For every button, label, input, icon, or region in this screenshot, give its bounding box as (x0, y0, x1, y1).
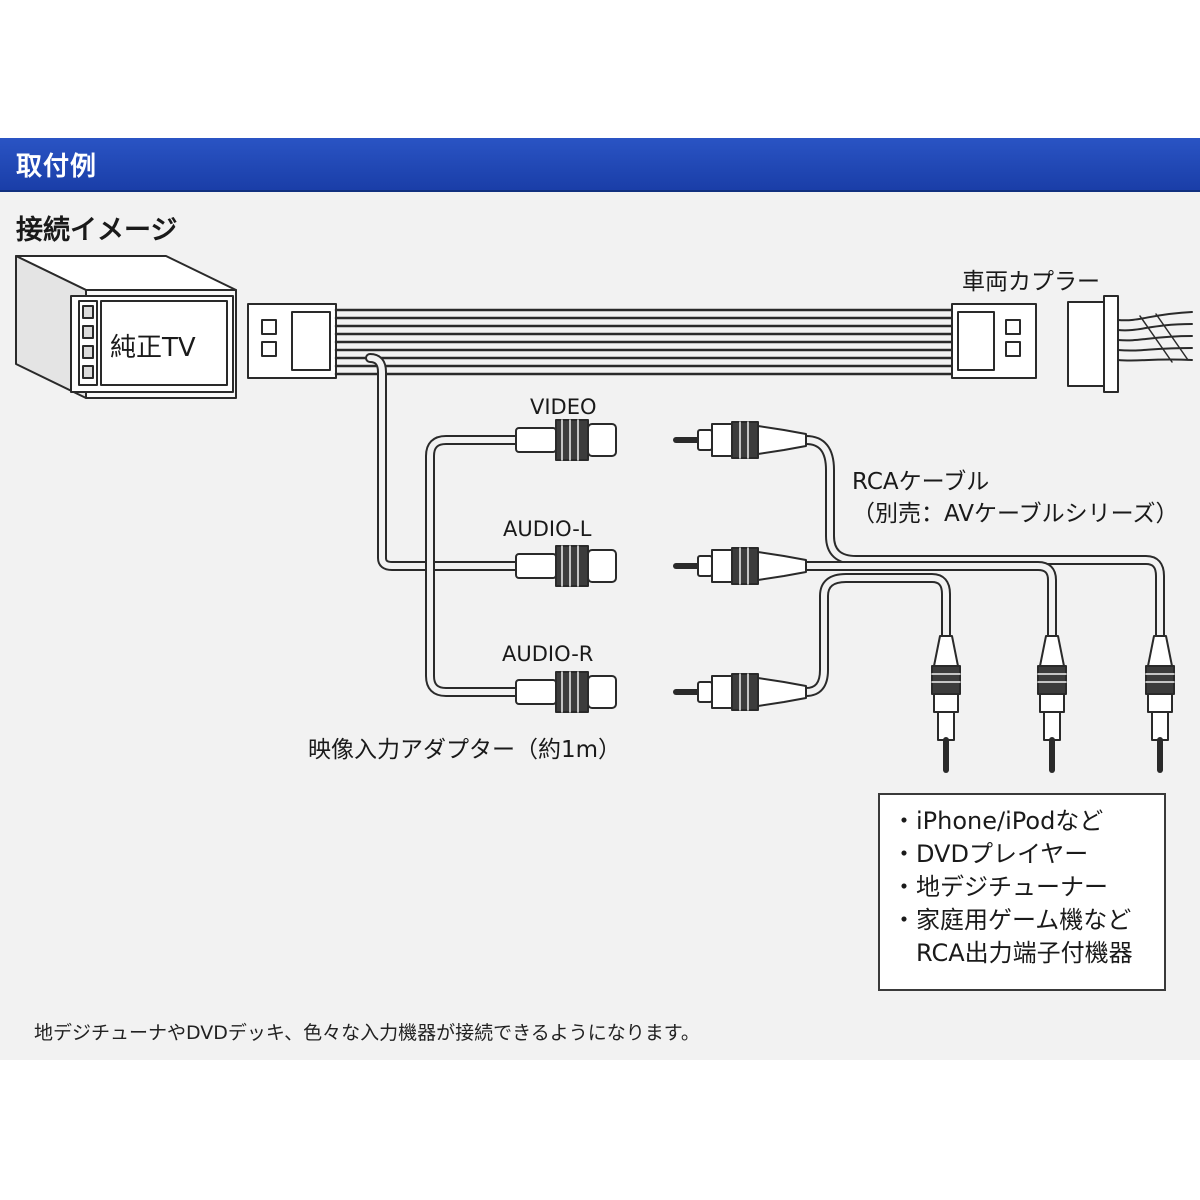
compatible-devices-box: ・iPhone/iPodなど ・DVDプレイヤー ・地デジチューナー ・家庭用ゲ… (878, 793, 1166, 991)
vehicle-coupler-label: 車両カプラー (962, 269, 1100, 295)
device-line: RCA出力端子付機器 (892, 939, 1133, 967)
audio-l-connector-label: AUDIO-L (503, 517, 592, 541)
rca-male-audio-l (673, 547, 807, 585)
rca-female-video (515, 419, 617, 461)
tv-label: 純正TV (110, 333, 196, 363)
device-line: ・家庭用ゲーム機など (892, 906, 1132, 934)
head-unit-tv (15, 255, 237, 399)
audio-r-connector-label: AUDIO-R (502, 642, 594, 666)
rca-female-audio-l (515, 545, 617, 587)
device-line: ・DVDプレイヤー (892, 840, 1089, 868)
section-header-title: 取付例 (16, 152, 98, 182)
adapter-cable (365, 353, 523, 697)
harness-connector-right (951, 303, 1037, 379)
rca-plug-vertical-3 (1145, 635, 1175, 773)
vehicle-coupler (1067, 295, 1193, 393)
rca-plug-vertical-1 (931, 635, 961, 773)
section-header-bar: 取付例 (0, 138, 1200, 192)
adapter-label: 映像入力アダプター（約1m） (308, 737, 622, 763)
harness-wires (334, 308, 954, 376)
harness-connector-left (247, 303, 337, 379)
rca-cable-wires (801, 435, 1165, 697)
rca-male-audio-r (673, 673, 807, 711)
device-line: ・地デジチューナー (892, 873, 1108, 901)
rca-cable-sublabel: （別売：AVケーブルシリーズ） (852, 501, 1179, 527)
rca-plug-vertical-2 (1037, 635, 1067, 773)
rca-male-video (673, 421, 807, 459)
device-line: ・iPhone/iPodなど (892, 807, 1104, 835)
footnote: 地デジチューナやDVDデッキ、色々な入力機器が接続できるようになります。 (34, 1022, 700, 1044)
connection-image-subtitle: 接続イメージ (16, 215, 178, 246)
rca-cable-label: RCAケーブル (852, 469, 990, 495)
rca-female-audio-r (515, 671, 617, 713)
video-connector-label: VIDEO (530, 395, 597, 419)
